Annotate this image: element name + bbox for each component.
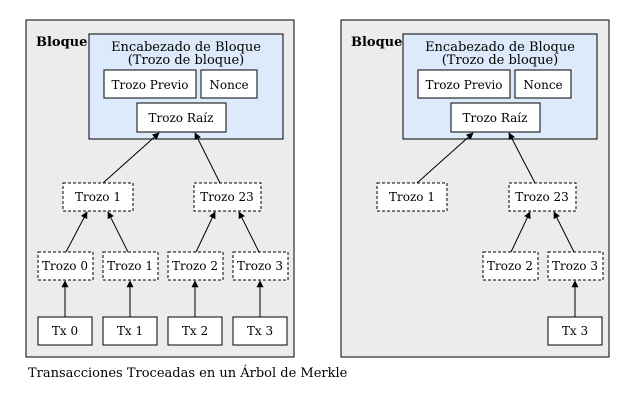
right-node-trozo-1 <box>376 182 448 212</box>
left-arrow-h1 <box>107 211 129 253</box>
left-arrows <box>61 132 264 317</box>
right-node-trozo-3-label: Trozo 3 <box>552 259 598 273</box>
left-prev-hash-box <box>103 69 197 99</box>
right-prev-hash-label: Trozo Previo <box>425 78 502 92</box>
left-nonce-label: Nonce <box>209 78 248 92</box>
left-tx-2-label: Tx 2 <box>182 324 208 338</box>
diagram-caption: Transacciones Troceadas en un Árbol de M… <box>28 366 348 381</box>
right-node-trozo-23-label: Trozo 23 <box>515 190 569 204</box>
left-nonce-box <box>200 69 258 99</box>
left-arrow-h3 <box>238 211 260 253</box>
right-node-trozo-23 <box>508 182 577 212</box>
left-tx-0 <box>37 316 93 346</box>
left-node-trozo-2-label: Trozo 2 <box>172 259 218 273</box>
left-node-trozo-23-label: Trozo 23 <box>200 190 254 204</box>
left-node-trozo-1-label: Trozo 1 <box>75 190 121 204</box>
right-root-box <box>450 102 541 133</box>
left-node-trozo-1b-label: Trozo 1 <box>107 259 153 273</box>
right-block-header: Encabezado de Bloque (Trozo de bloque) T… <box>402 33 598 140</box>
right-node-trozo-3 <box>547 251 604 281</box>
right-prev-hash-box <box>417 69 511 99</box>
right-node-trozo-2-label: Trozo 2 <box>487 259 533 273</box>
left-header-title-line2: (Trozo de bloque) <box>128 53 245 68</box>
right-arrow-h2 <box>510 211 531 253</box>
left-node-trozo-0-label: Trozo 0 <box>42 259 88 273</box>
left-root-box <box>136 102 227 133</box>
left-node-trozo-0 <box>37 251 94 281</box>
left-node-trozo-3-label: Trozo 3 <box>237 259 283 273</box>
left-block-label: Bloque <box>36 35 87 50</box>
right-header-title-line1: Encabezado de Bloque <box>425 40 575 55</box>
left-tx-1-label: Tx 1 <box>117 324 143 338</box>
left-arrow-h23-root <box>194 132 221 184</box>
left-tx-0-label: Tx 0 <box>52 324 78 338</box>
left-node-trozo-1 <box>62 182 134 212</box>
right-block-label: Bloque <box>351 35 402 50</box>
right-arrow-h1-root <box>416 132 474 184</box>
right-node-trozo-1-label: Trozo 1 <box>389 190 435 204</box>
left-tx-3 <box>232 316 288 346</box>
right-node-trozo-2 <box>482 251 539 281</box>
left-block: Bloque Encabezado de Bloque (Trozo de bl… <box>25 19 295 358</box>
left-arrow-h1-root <box>102 132 160 184</box>
right-tx-3-label: Tx 3 <box>562 324 588 338</box>
right-arrows <box>416 132 579 317</box>
left-arrow-h2 <box>195 211 216 253</box>
right-nonce-label: Nonce <box>523 78 562 92</box>
left-arrow-h0 <box>65 211 88 253</box>
left-node-trozo-1b <box>102 251 159 281</box>
left-node-trozo-23 <box>193 182 262 212</box>
left-header-title-line1: Encabezado de Bloque <box>111 40 261 55</box>
right-tx-3 <box>547 316 603 346</box>
right-arrow-h3 <box>553 211 575 253</box>
right-nonce-box <box>514 69 572 99</box>
left-tx-2 <box>167 316 223 346</box>
left-node-trozo-3 <box>232 251 289 281</box>
right-block: Bloque Encabezado de Bloque (Trozo de bl… <box>340 19 610 358</box>
right-root-label: Trozo Raíz <box>463 111 528 125</box>
left-prev-hash-label: Trozo Previo <box>111 78 188 92</box>
left-block-header: Encabezado de Bloque (Trozo de bloque) T… <box>88 33 284 140</box>
right-header-title-line2: (Trozo de bloque) <box>442 53 559 68</box>
left-tx-1 <box>102 316 158 346</box>
left-node-trozo-2 <box>167 251 224 281</box>
left-tx-3-label: Tx 3 <box>247 324 273 338</box>
left-root-label: Trozo Raíz <box>149 111 214 125</box>
right-arrow-h23-root <box>508 132 536 184</box>
